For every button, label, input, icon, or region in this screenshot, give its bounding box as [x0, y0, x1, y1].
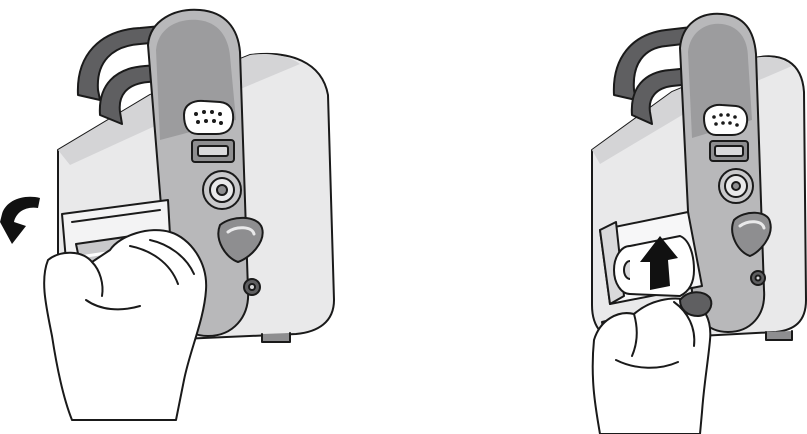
left-hand — [44, 230, 206, 420]
panel-open-door — [0, 0, 404, 434]
ecg-connector — [704, 105, 747, 135]
device-foot — [262, 333, 290, 342]
panel-open-door-drawing — [0, 0, 404, 434]
ecg-connector — [184, 101, 233, 134]
device-foot — [766, 331, 792, 340]
right-thumb — [680, 292, 711, 316]
right-hand — [593, 299, 711, 434]
panel-insert-paper-drawing — [404, 0, 807, 434]
panel-insert-paper — [404, 0, 807, 434]
rotate-arrow — [0, 197, 40, 244]
